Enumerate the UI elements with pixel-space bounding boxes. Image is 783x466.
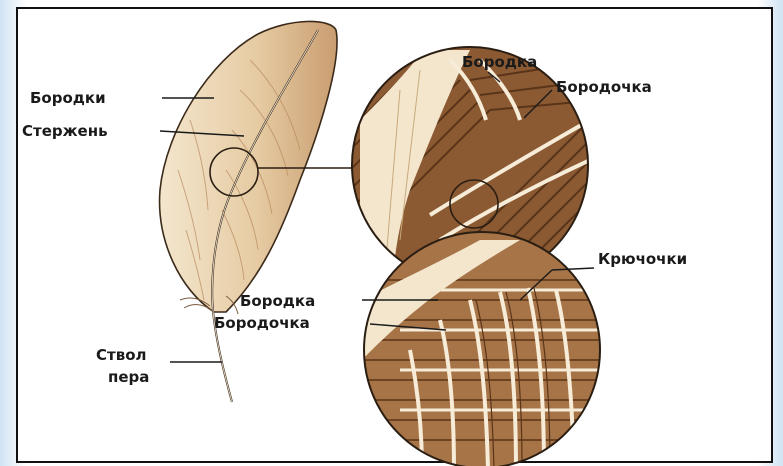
bottom-zoom-circle	[362, 230, 602, 466]
label-top-barb: Бородка	[462, 53, 537, 71]
feather-illustration	[160, 21, 337, 402]
label-calamus-line1: Ствол	[96, 346, 147, 364]
feather-vane	[160, 21, 337, 312]
label-bottom-barbule: Бородочка	[214, 314, 310, 332]
label-calamus-line2: пера	[108, 368, 149, 386]
label-barbs: Бородки	[30, 89, 106, 107]
label-rachis: Стержень	[22, 122, 108, 140]
label-hooks: Крючочки	[598, 250, 687, 268]
label-bottom-barb: Бородка	[240, 292, 315, 310]
label-top-barbule: Бородочка	[556, 78, 652, 96]
